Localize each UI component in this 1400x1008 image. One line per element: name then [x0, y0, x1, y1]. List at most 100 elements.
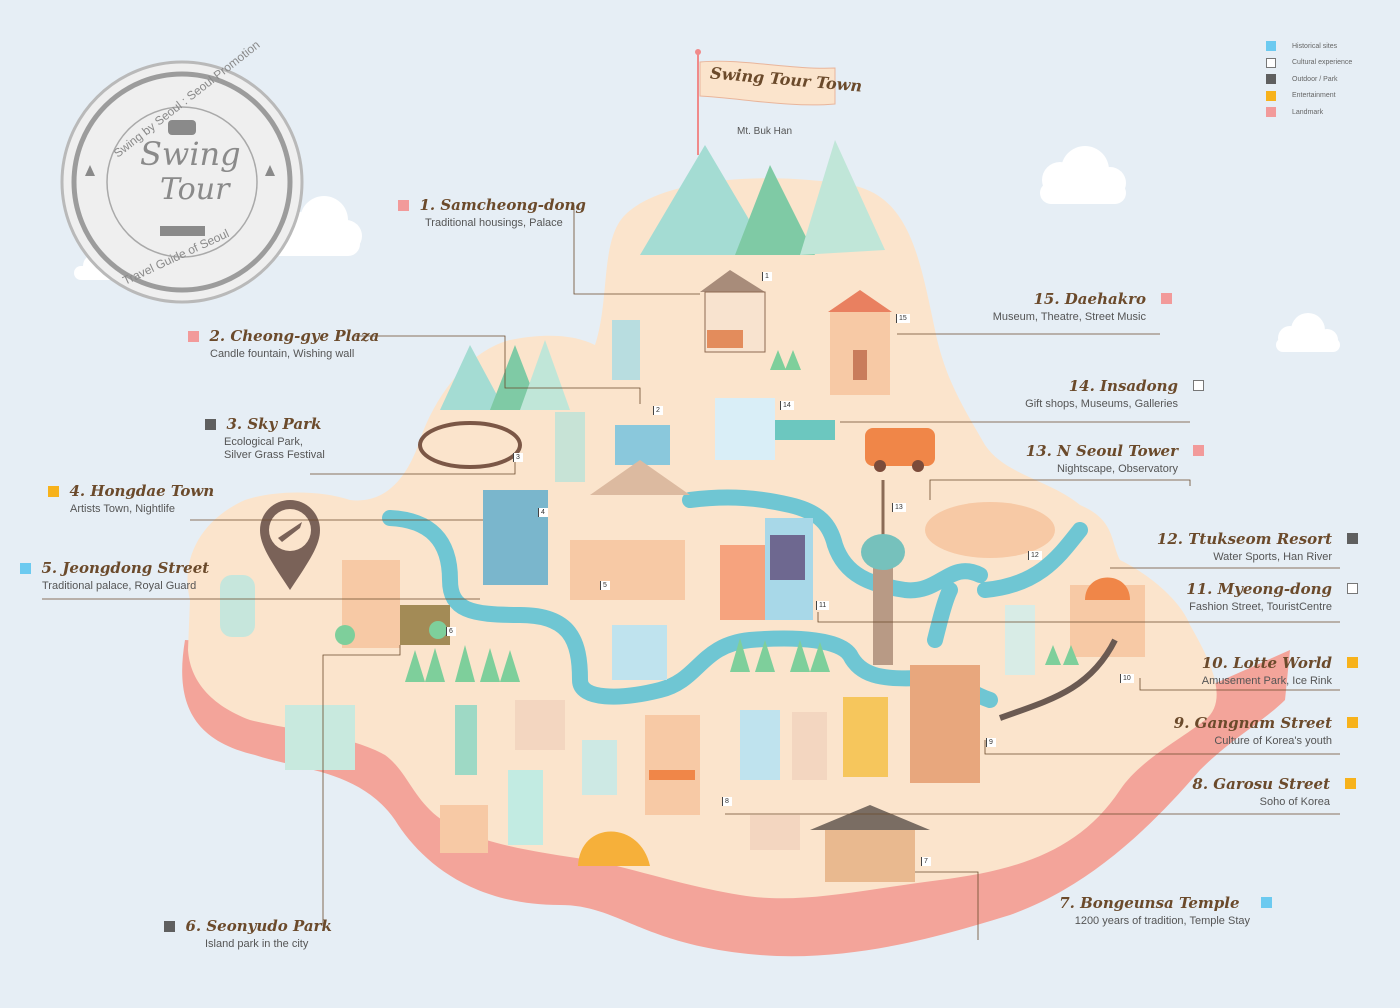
category-square: [164, 921, 175, 932]
place-subtitle: Traditional housings, Palace: [425, 217, 563, 229]
category-square: [1347, 717, 1358, 728]
place-title: 9. Gangnam Street: [1173, 714, 1332, 732]
place-title: 11. Myeong-dong: [1186, 580, 1332, 598]
place-label-n-seoul-tower[interactable]: 13. N Seoul Tower Nightscape, Observator…: [1025, 442, 1204, 475]
place-subtitle: Fashion Street, TouristCentre: [1189, 601, 1332, 613]
place-title: 13. N Seoul Tower: [1025, 442, 1178, 460]
seal-title-line2: Tour: [160, 172, 230, 207]
category-square: [1347, 533, 1358, 544]
category-square: [20, 563, 31, 574]
legend-swatch: [1266, 74, 1276, 85]
place-subtitle: Water Sports, Han River: [1213, 551, 1332, 563]
landmark-buildings: [220, 270, 1145, 882]
map-pin-12[interactable]: 12: [1028, 551, 1042, 560]
place-label-myeong-dong[interactable]: 11. Myeong-dong Fashion Street, TouristC…: [1186, 580, 1358, 613]
legend-item: Outdoor / Park: [1266, 71, 1352, 88]
place-title: 1. Samcheong-dong: [419, 196, 586, 214]
map-pin-3[interactable]: 3: [513, 453, 523, 462]
map-pin-4[interactable]: 4: [538, 508, 548, 517]
trees: [335, 350, 1079, 682]
place-title: 3. Sky Park: [226, 415, 322, 433]
seal-badge: [60, 60, 304, 304]
legend-swatch: [1266, 90, 1276, 101]
legend-swatch: [1266, 41, 1276, 52]
place-subtitle-2: Silver Grass Festival: [224, 449, 325, 461]
place-subtitle: Traditional palace, Royal Guard: [42, 580, 197, 592]
place-title: 12. Ttukseom Resort: [1156, 530, 1332, 548]
place-subtitle: Ecological Park,: [224, 436, 303, 448]
category-square: [188, 331, 199, 342]
map-pin-11[interactable]: 11: [816, 601, 830, 610]
place-title: 4. Hongdae Town: [69, 482, 215, 500]
map-pin-13[interactable]: 13: [892, 503, 906, 512]
map-pin-9[interactable]: 9: [986, 738, 996, 747]
legend-item: Historical sites: [1266, 38, 1352, 55]
place-title: 2. Cheong-gye Plaza: [209, 327, 380, 345]
place-label-ttukseom-resort[interactable]: 12. Ttukseom Resort Water Sports, Han Ri…: [1156, 530, 1358, 563]
map-pin-5[interactable]: 5: [600, 581, 610, 590]
category-square: [1347, 583, 1358, 594]
place-label-lotte-world[interactable]: 10. Lotte World Amusement Park, Ice Rink: [1201, 654, 1358, 687]
legend-swatch: [1266, 107, 1276, 118]
category-square: [1347, 657, 1358, 668]
place-title: 10. Lotte World: [1201, 654, 1332, 672]
place-label-jeongdong-street[interactable]: 5. Jeongdong Street Traditional palace, …: [20, 559, 209, 592]
place-subtitle: Artists Town, Nightlife: [70, 503, 175, 515]
place-title: 6. Seonyudo Park: [185, 917, 332, 935]
leader-lines: [42, 205, 1340, 940]
place-label-daehakro[interactable]: 15. Daehakro Museum, Theatre, Street Mus…: [992, 290, 1172, 323]
mountains: [440, 140, 885, 410]
place-label-samcheong-dong[interactable]: 1. Samcheong-dong Traditional housings, …: [398, 196, 586, 229]
legend-item: Cultural experience: [1266, 55, 1352, 72]
flag: [695, 49, 836, 155]
place-title: 14. Insadong: [1068, 377, 1178, 395]
place-subtitle: Soho of Korea: [1259, 796, 1330, 808]
place-subtitle: Nightscape, Observatory: [1056, 463, 1178, 475]
place-label-seonyudo-park[interactable]: 6. Seonyudo Park Island park in the city: [164, 917, 332, 950]
map-pin-8[interactable]: 8: [722, 797, 732, 806]
island-surface: [187, 178, 1217, 899]
cloud-icon: [1040, 146, 1126, 204]
legend-label: Outdoor / Park: [1292, 75, 1338, 83]
place-label-gangnam-street[interactable]: 9. Gangnam Street Culture of Korea's you…: [1173, 714, 1358, 747]
place-subtitle: Museum, Theatre, Street Music: [992, 311, 1146, 323]
place-label-garosu-street[interactable]: 8. Garosu Street Soho of Korea: [1192, 775, 1356, 808]
map-pin-1[interactable]: 1: [762, 272, 772, 281]
map-pin-10[interactable]: 10: [1120, 674, 1134, 683]
place-label-insadong[interactable]: 14. Insadong Gift shops, Museums, Galler…: [1025, 377, 1204, 410]
place-subtitle: Gift shops, Museums, Galleries: [1025, 398, 1178, 410]
river: [382, 489, 1088, 708]
category-square: [1261, 897, 1272, 908]
place-label-hongdae-town[interactable]: 4. Hongdae Town Artists Town, Nightlife: [48, 482, 214, 515]
legend-swatch: [1266, 57, 1276, 68]
place-title: 8. Garosu Street: [1192, 775, 1330, 793]
map-pin-6[interactable]: 6: [446, 627, 456, 636]
legend-label: Entertainment: [1292, 92, 1336, 100]
legend-item: Entertainment: [1266, 88, 1352, 105]
legend-label: Cultural experience: [1292, 59, 1353, 67]
place-title: 5. Jeongdong Street: [41, 559, 210, 577]
place-subtitle: 1200 years of tradition, Temple Stay: [1074, 915, 1250, 927]
category-square: [48, 486, 59, 497]
category-square: [1193, 380, 1204, 391]
legend: Historical sites Cultural experience Out…: [1266, 38, 1352, 121]
place-subtitle: Amusement Park, Ice Rink: [1201, 675, 1332, 687]
category-square: [1161, 293, 1172, 304]
place-label-bongeunsa-temple[interactable]: 7. Bongeunsa Temple 1200 years of tradit…: [1059, 894, 1272, 927]
map-pin-14[interactable]: 14: [780, 401, 794, 410]
map-pin-2[interactable]: 2: [653, 406, 663, 415]
place-label-cheong-gye-plaza[interactable]: 2. Cheong-gye Plaza Candle fountain, Wis…: [188, 327, 379, 360]
airport-pin-icon: [260, 500, 320, 590]
seal-title-line1: Swing: [140, 135, 241, 173]
map-pin-15[interactable]: 15: [896, 314, 910, 323]
category-square: [205, 419, 216, 430]
map-pin-7[interactable]: 7: [921, 857, 931, 866]
place-label-sky-park[interactable]: 3. Sky Park Ecological Park, Silver Gras…: [205, 415, 325, 461]
category-square: [1345, 778, 1356, 789]
place-subtitle: Culture of Korea's youth: [1214, 735, 1332, 747]
legend-item: Landmark: [1266, 104, 1352, 121]
category-square: [398, 200, 409, 211]
place-title: 7. Bongeunsa Temple: [1059, 894, 1240, 912]
category-square: [1193, 445, 1204, 456]
